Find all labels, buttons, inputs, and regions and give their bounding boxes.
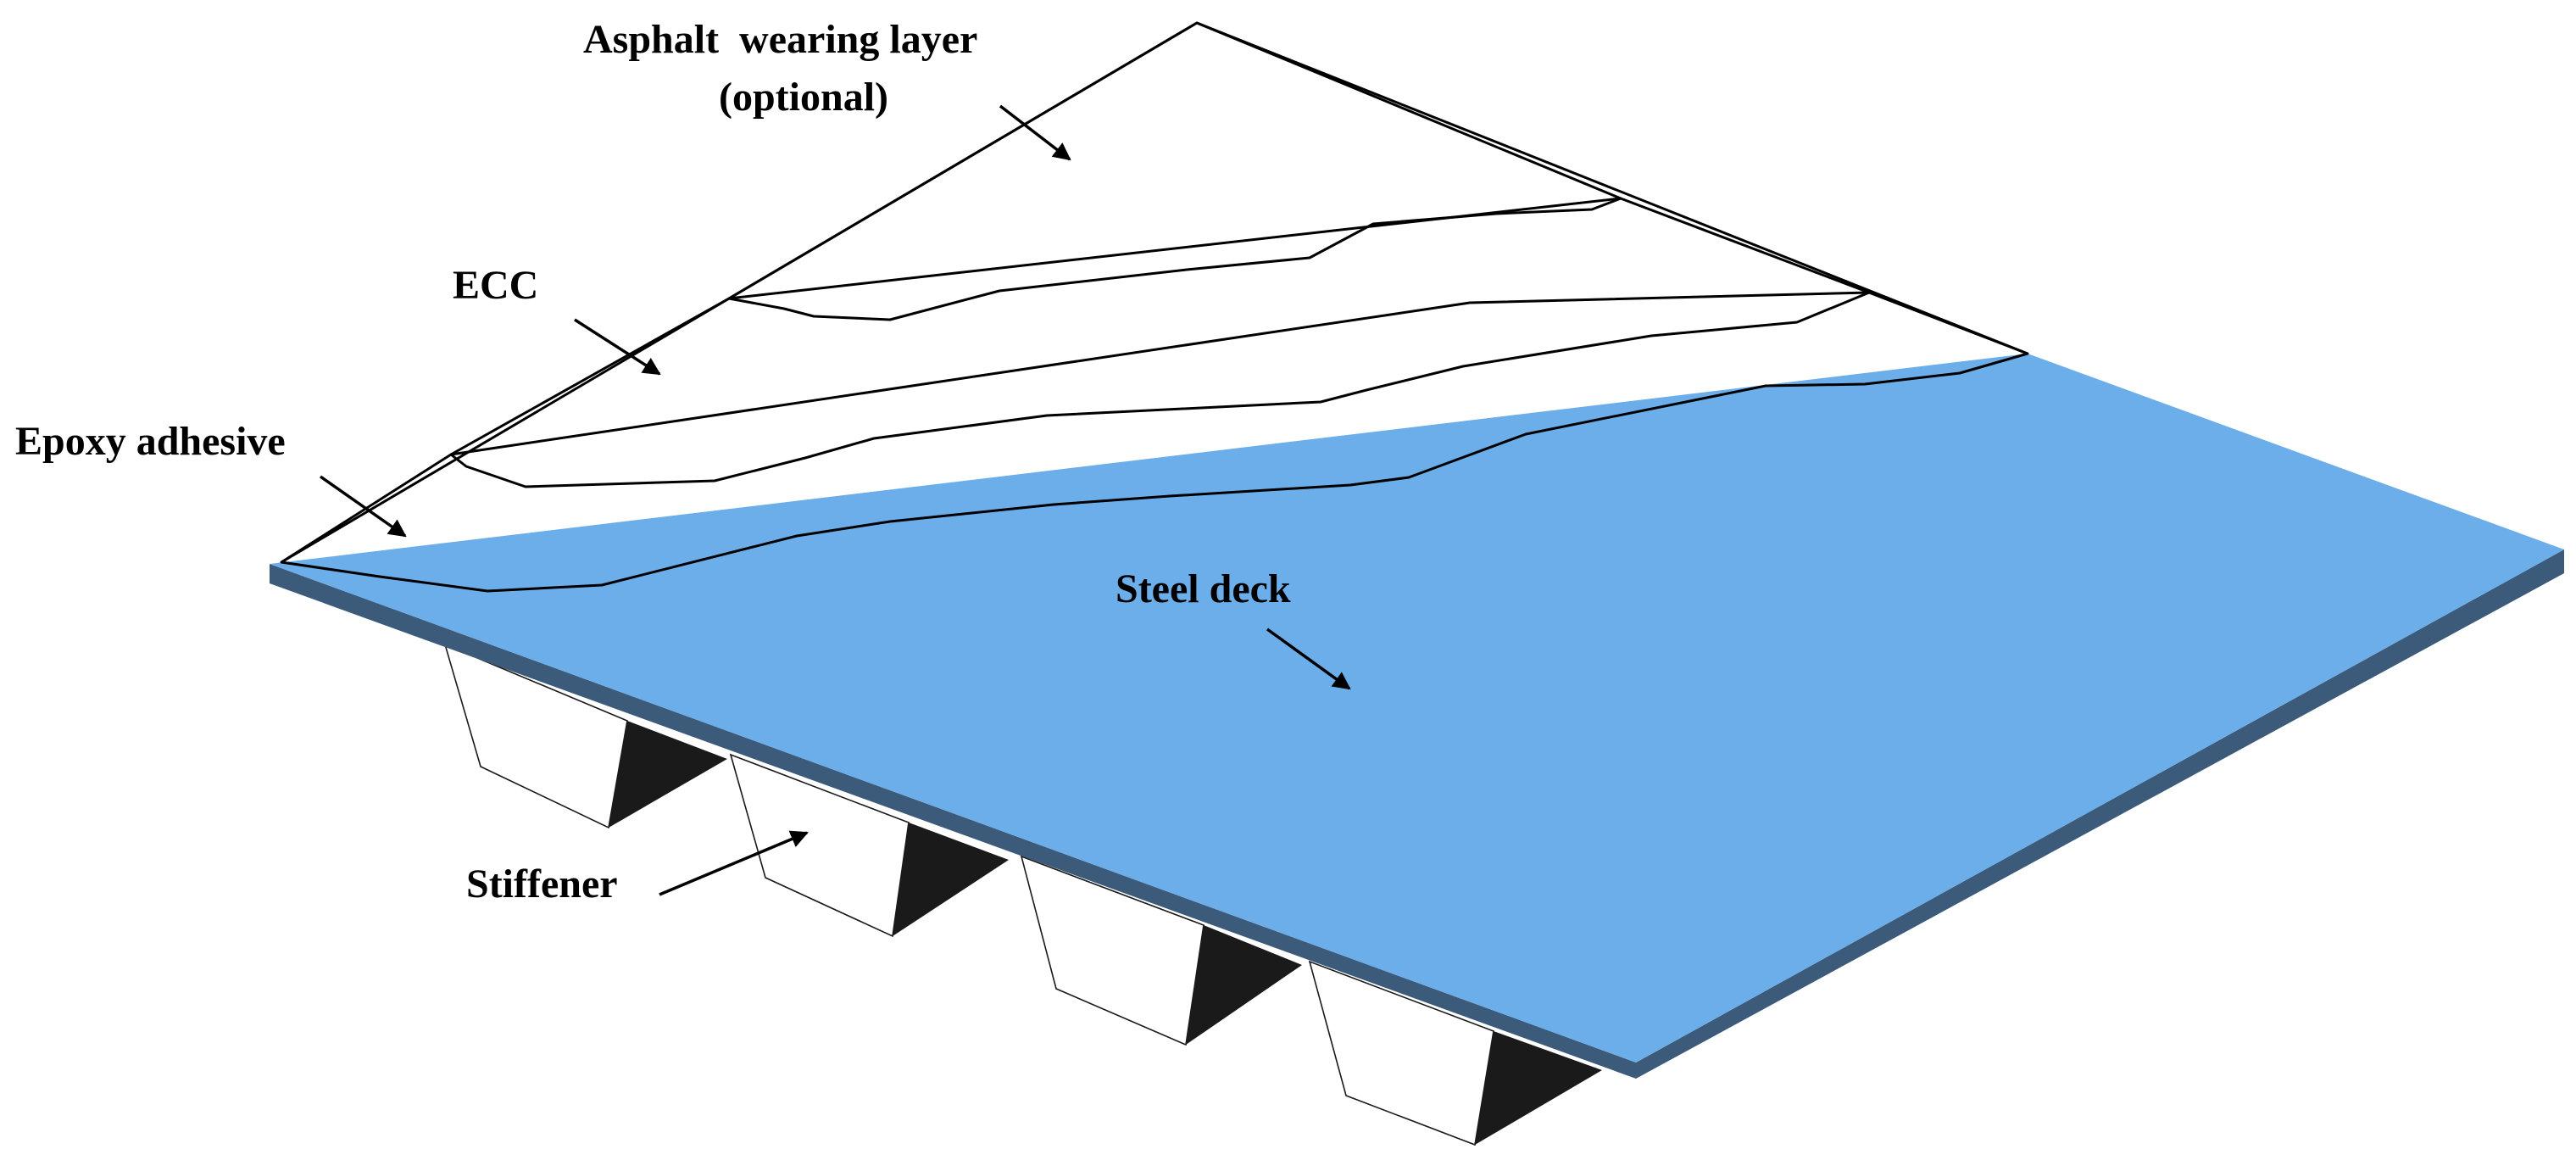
- steel-deck-top: [270, 354, 2564, 1063]
- asphalt-wearing-layer: [727, 21, 1622, 321]
- stiffener-rib-4: [1308, 960, 1602, 1146]
- stiffeners: [443, 643, 1602, 1146]
- label-asphalt-line1: Asphalt wearing layer: [583, 17, 977, 62]
- wedge-outline: [281, 21, 2028, 564]
- stiffener-shadow-2: [893, 823, 1009, 936]
- arrow-asphalt: [999, 104, 1071, 161]
- arrow-epoxy: [319, 475, 407, 538]
- stiffener-shadow-4: [1475, 1031, 1602, 1145]
- arrow-steel-deck: [1266, 627, 1351, 690]
- stiffener-rib-2: [729, 753, 1009, 938]
- stiffener-shadow-1: [609, 721, 727, 828]
- arrow-stiffener: [659, 830, 809, 896]
- label-asphalt-line2: (optional): [719, 75, 888, 120]
- ecc-layer: [449, 197, 1871, 488]
- arrow-ecc: [574, 318, 661, 376]
- label-stiffener: Stiffener: [466, 862, 618, 906]
- label-epoxy-adhesive: Epoxy adhesive: [15, 419, 286, 464]
- leader-arrows: [319, 104, 1351, 896]
- steel-deck-edge: [270, 549, 2564, 1079]
- stiffener-rib-1: [443, 643, 727, 829]
- label-steel-deck: Steel deck: [1116, 566, 1291, 611]
- steel-deck: [270, 354, 2564, 1079]
- stiffener-rib-3: [1020, 855, 1302, 1046]
- label-ecc: ECC: [453, 263, 538, 308]
- stiffener-shadow-3: [1186, 925, 1302, 1045]
